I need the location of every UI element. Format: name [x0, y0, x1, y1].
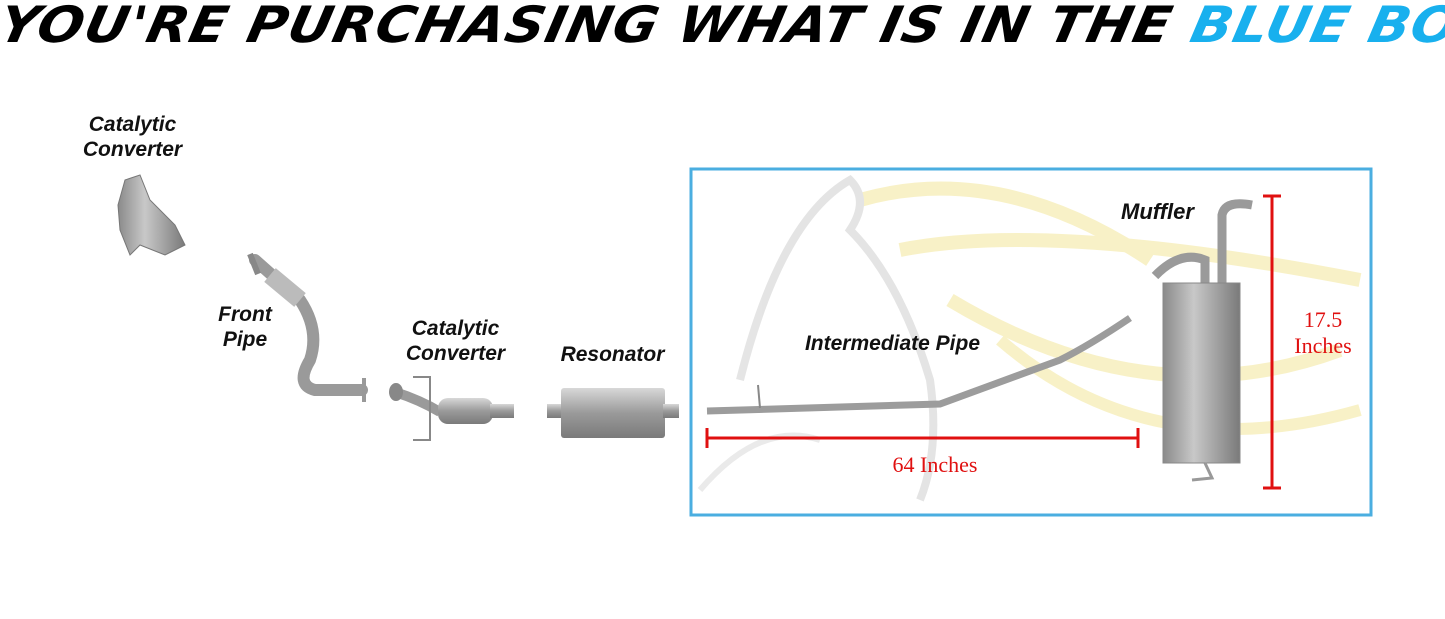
front-pipe-image	[247, 252, 368, 402]
label-resonator: Resonator	[560, 343, 665, 366]
catalytic-converter-2-image	[389, 376, 514, 441]
label-line: Converter	[405, 342, 506, 365]
height-unit: Inches	[1294, 333, 1352, 358]
horse-watermark	[697, 175, 1362, 502]
label-line: Catalytic	[411, 317, 500, 340]
label-line: Front	[218, 303, 272, 326]
height-dimension-line	[1263, 194, 1281, 490]
height-value: 17.5	[1303, 307, 1343, 332]
blue-box	[689, 167, 1373, 517]
catalytic-converter-1-image	[117, 174, 186, 256]
length-measurement: 64 Inches	[892, 452, 978, 477]
label-line: Converter	[82, 138, 183, 161]
label-muffler: Muffler	[1121, 199, 1194, 224]
label-intermediate-pipe: Intermediate Pipe	[804, 332, 981, 355]
resonator-image	[547, 388, 679, 438]
muffler-image	[1151, 199, 1253, 482]
length-dimension-line	[705, 428, 1140, 448]
label-line: Catalytic	[88, 113, 177, 136]
intermediate-pipe-image	[706, 315, 1132, 415]
label-line: Pipe	[222, 328, 268, 351]
